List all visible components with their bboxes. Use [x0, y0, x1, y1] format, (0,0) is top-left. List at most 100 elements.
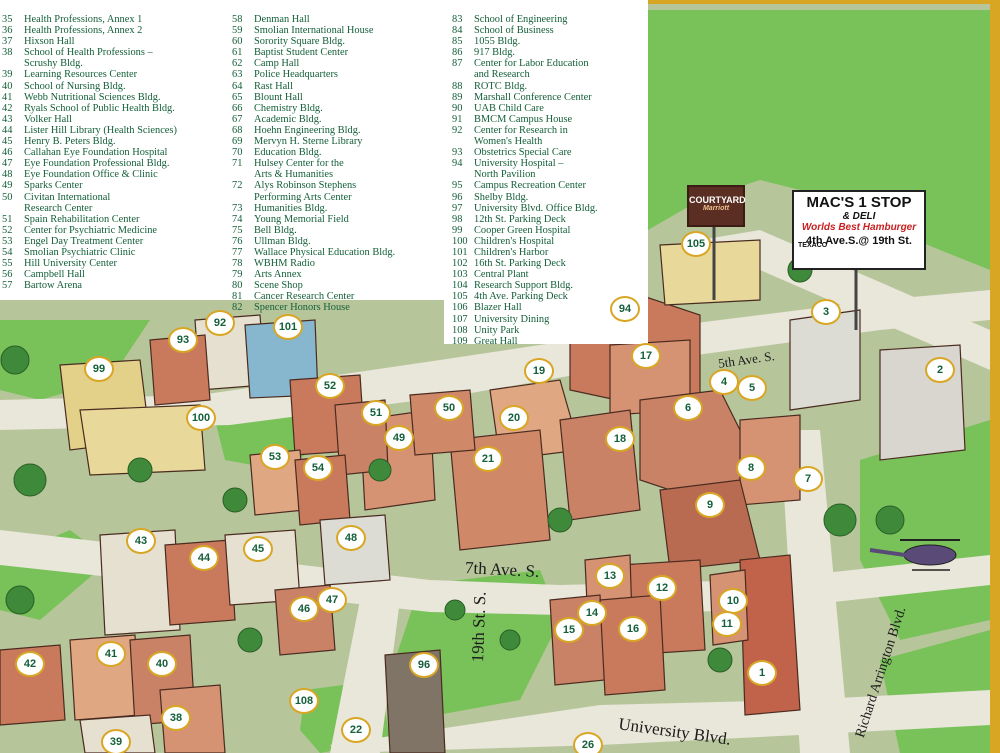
- building-marker-2[interactable]: 2: [925, 357, 955, 383]
- building-38: [159, 684, 226, 753]
- building-marker-26[interactable]: 26: [573, 732, 603, 753]
- legend-item-number: 39: [2, 69, 13, 81]
- building-marker-43[interactable]: 43: [126, 528, 156, 554]
- building-marker-46[interactable]: 46: [289, 596, 319, 622]
- macs-best: Worlds Best Hamburger: [801, 222, 917, 233]
- building-marker-22[interactable]: 22: [341, 717, 371, 743]
- building-marker-108[interactable]: 108: [289, 688, 319, 714]
- building-marker-51[interactable]: 51: [361, 400, 391, 426]
- legend-item-name: Bartow Arena: [24, 280, 82, 292]
- building-marker-21[interactable]: 21: [473, 446, 503, 472]
- legend-item-number: 41: [2, 91, 13, 103]
- building-marker-50[interactable]: 50: [434, 395, 464, 421]
- building-marker-40[interactable]: 40: [147, 651, 177, 677]
- building-marker-10[interactable]: 10: [718, 588, 748, 614]
- building-marker-94[interactable]: 94: [610, 296, 640, 322]
- building-marker-6[interactable]: 6: [673, 395, 703, 421]
- legend-item-number: 77: [232, 246, 243, 258]
- building-marker-16[interactable]: 16: [618, 616, 648, 642]
- legend-item-number: 104: [452, 280, 468, 292]
- building-marker-45[interactable]: 45: [243, 536, 273, 562]
- building-marker-8[interactable]: 8: [736, 455, 766, 481]
- building-marker-15[interactable]: 15: [554, 617, 584, 643]
- building-marker-12[interactable]: 12: [647, 575, 677, 601]
- building-marker-9[interactable]: 9: [695, 492, 725, 518]
- building-marker-101[interactable]: 101: [273, 314, 303, 340]
- building-marker-20[interactable]: 20: [499, 405, 529, 431]
- legend-item-name: UAB Child Care: [474, 102, 544, 114]
- legend-item-number: 73: [232, 202, 243, 214]
- building-marker-4[interactable]: 4: [709, 369, 739, 395]
- tree: [13, 463, 47, 497]
- legend-item-name: Baptist Student Center: [254, 47, 349, 59]
- legend-item-number: 91: [452, 113, 463, 125]
- legend-item-name: Obstetrics Special Care: [474, 147, 572, 159]
- building-marker-38[interactable]: 38: [161, 705, 191, 731]
- legend-item-number: 63: [232, 69, 243, 81]
- building-marker-3[interactable]: 3: [811, 299, 841, 325]
- building-marker-19[interactable]: 19: [524, 358, 554, 384]
- legend-item-number: 89: [452, 91, 463, 103]
- building-marker-1[interactable]: 1: [747, 660, 777, 686]
- building-marker-92[interactable]: 92: [205, 310, 235, 336]
- building-marker-11[interactable]: 11: [712, 611, 742, 637]
- building-marker-13[interactable]: 13: [595, 563, 625, 589]
- building-marker-96[interactable]: 96: [409, 652, 439, 678]
- building-marker-47[interactable]: 47: [317, 587, 347, 613]
- building-marker-99[interactable]: 99: [84, 356, 114, 382]
- legend-item-name: Research Center: [24, 202, 93, 214]
- building-marker-41[interactable]: 41: [96, 641, 126, 667]
- building-marker-53[interactable]: 53: [260, 444, 290, 470]
- legend-item-name: University Blvd. Office Bldg.: [474, 202, 598, 214]
- building-marker-5[interactable]: 5: [737, 375, 767, 401]
- street-label-nineteenth: 19th St. S.: [468, 591, 490, 663]
- legend-item-name: North Pavilion: [474, 169, 536, 181]
- tree: [127, 457, 153, 483]
- building-marker-44[interactable]: 44: [189, 545, 219, 571]
- legend-item-number: 59: [232, 25, 243, 37]
- legend-item-name: Humanities Bldg.: [254, 202, 328, 214]
- building-marker-100[interactable]: 100: [186, 405, 216, 431]
- building-marker-48[interactable]: 48: [336, 525, 366, 551]
- legend-item: Arts & Humanities: [232, 169, 395, 180]
- building-marker-42[interactable]: 42: [15, 651, 45, 677]
- legend-item-number: 70: [232, 147, 243, 159]
- building-marker-49[interactable]: 49: [384, 425, 414, 451]
- legend-item-name: Shelby Bldg.: [474, 191, 529, 203]
- building-marker-39[interactable]: 39: [101, 729, 131, 753]
- building-marker-54[interactable]: 54: [303, 455, 333, 481]
- legend-item-number: 79: [232, 269, 243, 281]
- legend-item-name: Sorority Square Bldg.: [254, 36, 345, 48]
- legend-item-name: Camp Hall: [254, 58, 300, 70]
- building-marker-7[interactable]: 7: [793, 466, 823, 492]
- building-18: [559, 409, 641, 521]
- tree: [5, 585, 35, 615]
- building-marker-93[interactable]: 93: [168, 327, 198, 353]
- legend-item-number: 38: [2, 47, 13, 59]
- tree: [823, 503, 857, 537]
- building-marker-105[interactable]: 105: [681, 231, 711, 257]
- legend-item-number: 74: [232, 213, 243, 225]
- building-marker-18[interactable]: 18: [605, 426, 635, 452]
- building-marker-14[interactable]: 14: [577, 600, 607, 626]
- building-marker-52[interactable]: 52: [315, 373, 345, 399]
- building-marker-17[interactable]: 17: [631, 343, 661, 369]
- building-3: [789, 309, 861, 411]
- legend-item-number: 46: [2, 147, 13, 159]
- legend-item-name: Health Professions, Annex 1: [24, 14, 143, 25]
